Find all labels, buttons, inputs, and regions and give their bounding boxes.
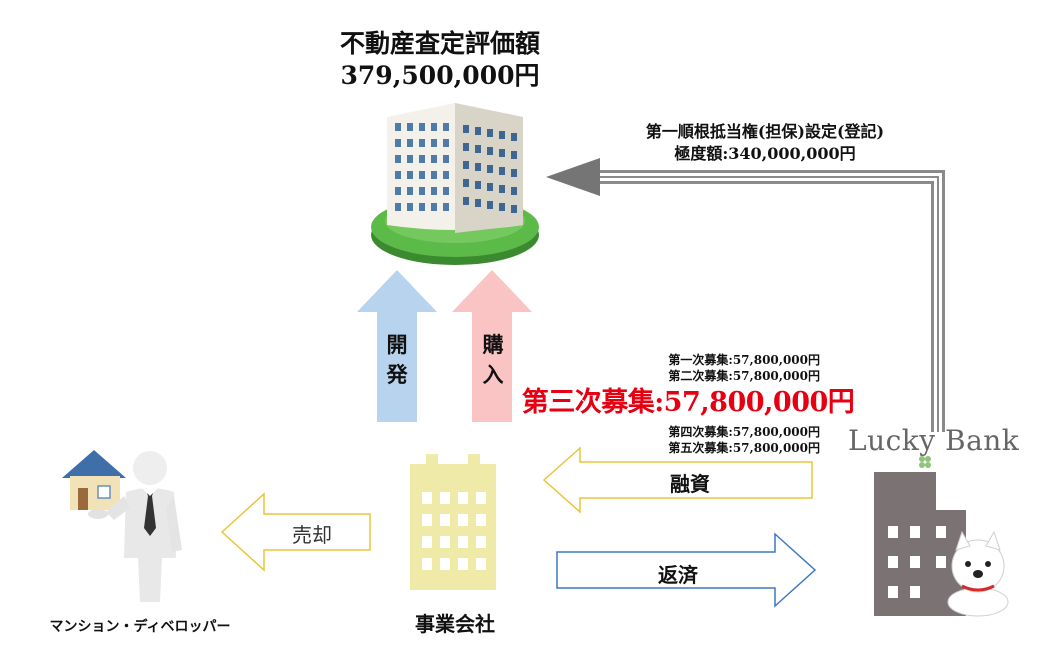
purchase-arrow: [452, 270, 532, 422]
lien-label: 第一順根抵当権(担保)設定(登記) 極度額:340,000,000円: [590, 121, 940, 165]
round-1: 第一次募集:57,800,000円: [668, 353, 820, 367]
round-3-highlight: 第三次募集:57,800,000円: [521, 387, 855, 418]
round-4: 第四次募集:57,800,000円: [668, 425, 820, 439]
lien-line2: 極度額:340,000,000円: [674, 144, 856, 163]
develop-arrow: [357, 270, 437, 422]
rounds-upper: 第一次募集:57,800,000円 第二次募集:57,800,000円: [560, 352, 820, 384]
round-5: 第五次募集:57,800,000円: [668, 441, 820, 455]
develop-char-2: 発: [386, 362, 408, 387]
valuation-title: 不動産査定評価額: [339, 29, 540, 58]
valuation-title-block: 不動産査定評価額 379,500,000円: [300, 28, 580, 92]
company-label: 事業会社: [415, 612, 495, 636]
dog-icon: [947, 530, 1009, 617]
bank-building-icon: [874, 472, 1009, 617]
lien-line1: 第一順根抵当権(担保)設定(登記): [645, 122, 885, 141]
developer-label: マンション・ディベロッパー: [49, 619, 231, 635]
repay-label: 返済: [658, 563, 698, 587]
loan-arrow: [542, 446, 813, 514]
round-2: 第二次募集:57,800,000円: [668, 369, 820, 383]
clover-icon: [919, 456, 931, 468]
develop-label: 開 発: [382, 330, 412, 390]
valuation-amount: 379,500,000円: [340, 61, 540, 90]
rounds-lower: 第四次募集:57,800,000円 第五次募集:57,800,000円: [560, 424, 820, 456]
lien-arrow: [546, 158, 945, 432]
loan-label: 融資: [670, 472, 710, 496]
sale-arrow: [220, 492, 371, 572]
company-building-icon: [410, 454, 496, 590]
purchase-label: 購 入: [478, 330, 508, 390]
sale-label: 売却: [292, 523, 332, 547]
developer-person-icon: [62, 450, 182, 602]
purchase-char-1: 購: [482, 332, 504, 357]
develop-char-1: 開: [386, 332, 408, 357]
purchase-char-2: 入: [482, 362, 504, 387]
repay-arrow: [556, 532, 817, 608]
tower-building-icon: [371, 103, 539, 265]
bank-logo-text: Lucky Bank: [848, 424, 1020, 457]
